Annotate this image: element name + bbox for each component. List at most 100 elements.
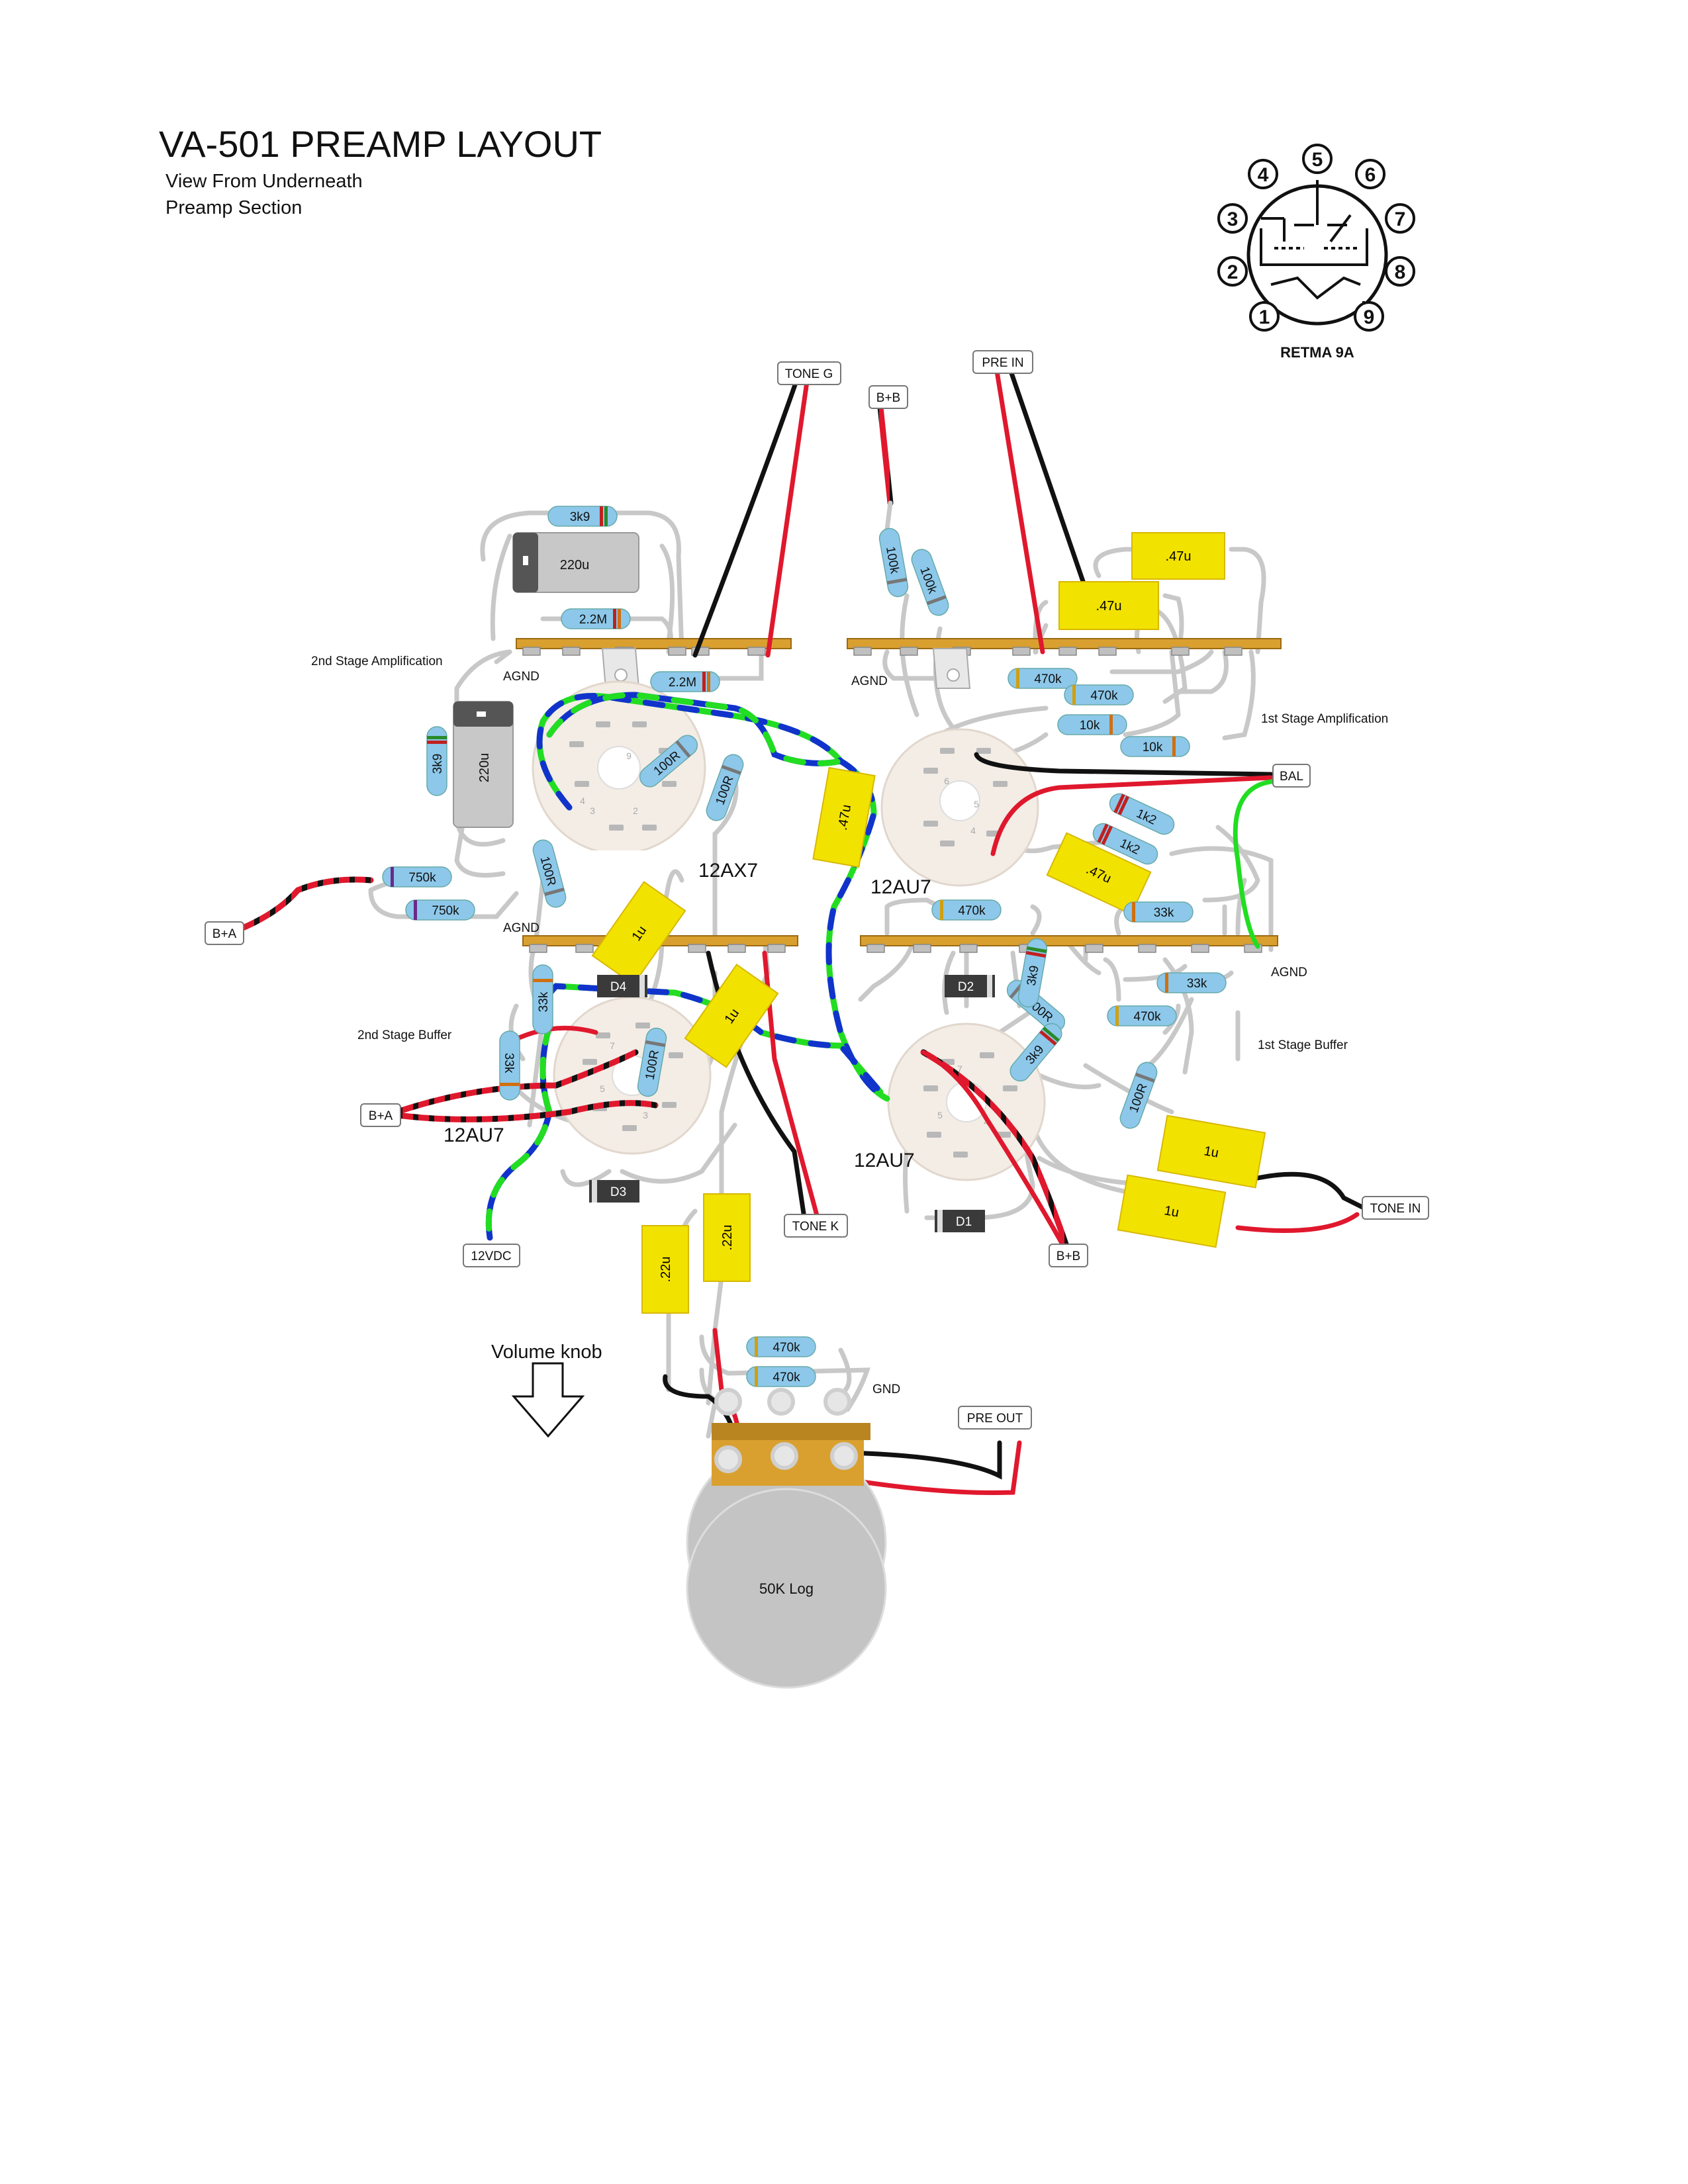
label-agnd-3: AGND [503,921,539,935]
svg-text:TONE K: TONE K [792,1220,839,1234]
svg-text:B+A: B+A [212,927,237,941]
volume-pot: 50K Log [686,1388,887,1689]
svg-text:33k: 33k [502,1053,516,1073]
label-agnd-4: AGND [1271,966,1307,979]
pin-9 [1354,301,1384,332]
electrolytic-caps: 220u 220u [453,532,639,828]
resistor-470k-a: 470k [1008,668,1078,689]
svg-text:3k9: 3k9 [431,754,445,774]
svg-text:1u: 1u [1163,1203,1180,1220]
label-1st-stage-amp: 1st Stage Amplification [1261,712,1388,726]
svg-text:PRE OUT: PRE OUT [967,1412,1023,1426]
svg-text:D2: D2 [958,980,974,994]
resistor-1k2-b: 1k2 [1092,823,1158,865]
svg-text:33k: 33k [537,991,551,1012]
svg-text:750k: 750k [432,904,459,918]
resistor-3k9-top: 3k9 [547,506,618,527]
label-agnd-1: AGND [503,670,539,684]
pin-4 [1248,159,1278,189]
resistor-750k-a: 750k [382,866,452,887]
pin-1-label: 1 [1259,306,1270,328]
page-subtitle-view: View From Underneath [165,171,363,192]
resistor-470k-f: 470k [746,1366,816,1387]
svg-text:750k: 750k [408,871,436,885]
connector-b-plus-a-buffer[interactable]: B+A [360,1103,401,1127]
tube-label-12ax7: 12AX7 [698,860,758,882]
resistors: 3k9 2.2M 2.2M 3k9 100R 100R 100R 750k 75… [382,506,1227,1387]
resistor-10k-b: 10k [1120,736,1190,757]
connector-bal[interactable]: BAL [1272,764,1311,788]
diode-d3: D3 [589,1180,639,1203]
svg-text:TONE G: TONE G [785,367,833,381]
resistor-2m2-b: 2.2M [650,671,720,692]
resistor-100r-f: 100R [1119,1062,1158,1129]
tag-strips [516,638,1282,946]
pinout-label: RETMA 9A [1280,344,1354,361]
resistor-750k-b: 750k [405,899,475,921]
page-title: VA-501 PREAMP LAYOUT [159,123,602,165]
svg-text:2.2M: 2.2M [579,613,607,627]
pin-6-label: 6 [1365,164,1376,186]
svg-text:7: 7 [610,1040,615,1051]
svg-text:3: 3 [643,1110,648,1120]
connector-b-plus-b-top[interactable]: B+B [868,385,908,409]
svg-text:10k: 10k [1143,741,1163,754]
svg-text:33k: 33k [1187,977,1207,991]
svg-text:B+B: B+B [876,391,900,405]
svg-text:12VDC: 12VDC [471,1250,511,1263]
pot-label: 50K Log [759,1580,814,1597]
svg-text:470k: 470k [773,1341,800,1355]
resistor-2m2-a: 2.2M [561,608,631,629]
connector-12vdc[interactable]: 12VDC [463,1244,520,1267]
pin-3-label: 3 [1227,208,1239,230]
resistor-33k-b: 33k [499,1030,520,1101]
connector-tone-in[interactable]: TONE IN [1362,1196,1429,1220]
svg-text:6: 6 [944,776,949,786]
svg-text:5: 5 [937,1110,943,1120]
svg-text:220u: 220u [477,753,492,783]
socket-12ax7 [532,680,706,860]
diode-d4: D4 [597,975,647,997]
resistor-33k-d: 33k [1156,972,1227,993]
tube-label-12au7-amp: 12AU7 [870,876,931,898]
svg-text:3k9: 3k9 [1025,964,1042,987]
tube-label-12au7-buffer-1: 12AU7 [854,1150,915,1171]
page-subtitle-section: Preamp Section [165,197,303,218]
connector-pre-out[interactable]: PRE OUT [958,1406,1032,1430]
svg-text:.22u: .22u [720,1225,735,1251]
resistor-10k-a: 10k [1057,714,1127,735]
cap-1u-c: 1u [1156,1115,1266,1189]
diodes: D4 D2 D3 D1 [589,975,995,1232]
resistor-100r-c: 100R [532,839,567,908]
svg-text:220u: 220u [560,558,590,572]
svg-text:10k: 10k [1080,719,1100,733]
label-gnd: GND [872,1383,900,1396]
svg-text:1u: 1u [1203,1144,1220,1161]
connector-b-plus-a-left[interactable]: B+A [205,921,244,945]
cap-220u-side: 220u [453,701,514,828]
pin-6 [1355,159,1385,189]
tube-label-12au7-buffer-2: 12AU7 [444,1124,504,1146]
connectors: TONE G PRE IN B+B BAL B+A B+A TONE K 12V… [205,350,1429,1430]
resistor-1k2-a: 1k2 [1109,793,1175,835]
resistor-470k-b: 470k [1064,684,1134,705]
pin-4-label: 4 [1258,164,1269,186]
tube-pinout-diagram: 1 2 3 4 5 6 7 8 9 RETMA 9A [1217,144,1415,361]
connector-b-plus-b-bottom[interactable]: B+B [1049,1244,1088,1267]
connector-tone-g[interactable]: TONE G [777,361,841,385]
svg-text:4: 4 [580,796,585,806]
svg-text:.47u: .47u [1096,599,1122,614]
tagstrip-2nd-stage-amp [516,638,792,649]
pin-3 [1217,203,1248,234]
svg-text:470k: 470k [958,904,986,918]
cap-22u-b: .22u [703,1193,751,1282]
label-2nd-stage-amp: 2nd Stage Amplification [311,655,443,668]
film-caps: .47u .47u .47u .47u 1u 1u 1u 1u .22u .22… [591,532,1266,1314]
volume-arrow-icon [511,1362,585,1438]
connector-pre-in[interactable]: PRE IN [972,350,1033,374]
svg-text:3: 3 [590,805,595,816]
pin-1 [1249,301,1280,332]
connector-tone-k[interactable]: TONE K [784,1214,848,1238]
resistor-470k-d: 470k [1107,1005,1177,1026]
cap-47u-c: .47u [1046,832,1152,915]
